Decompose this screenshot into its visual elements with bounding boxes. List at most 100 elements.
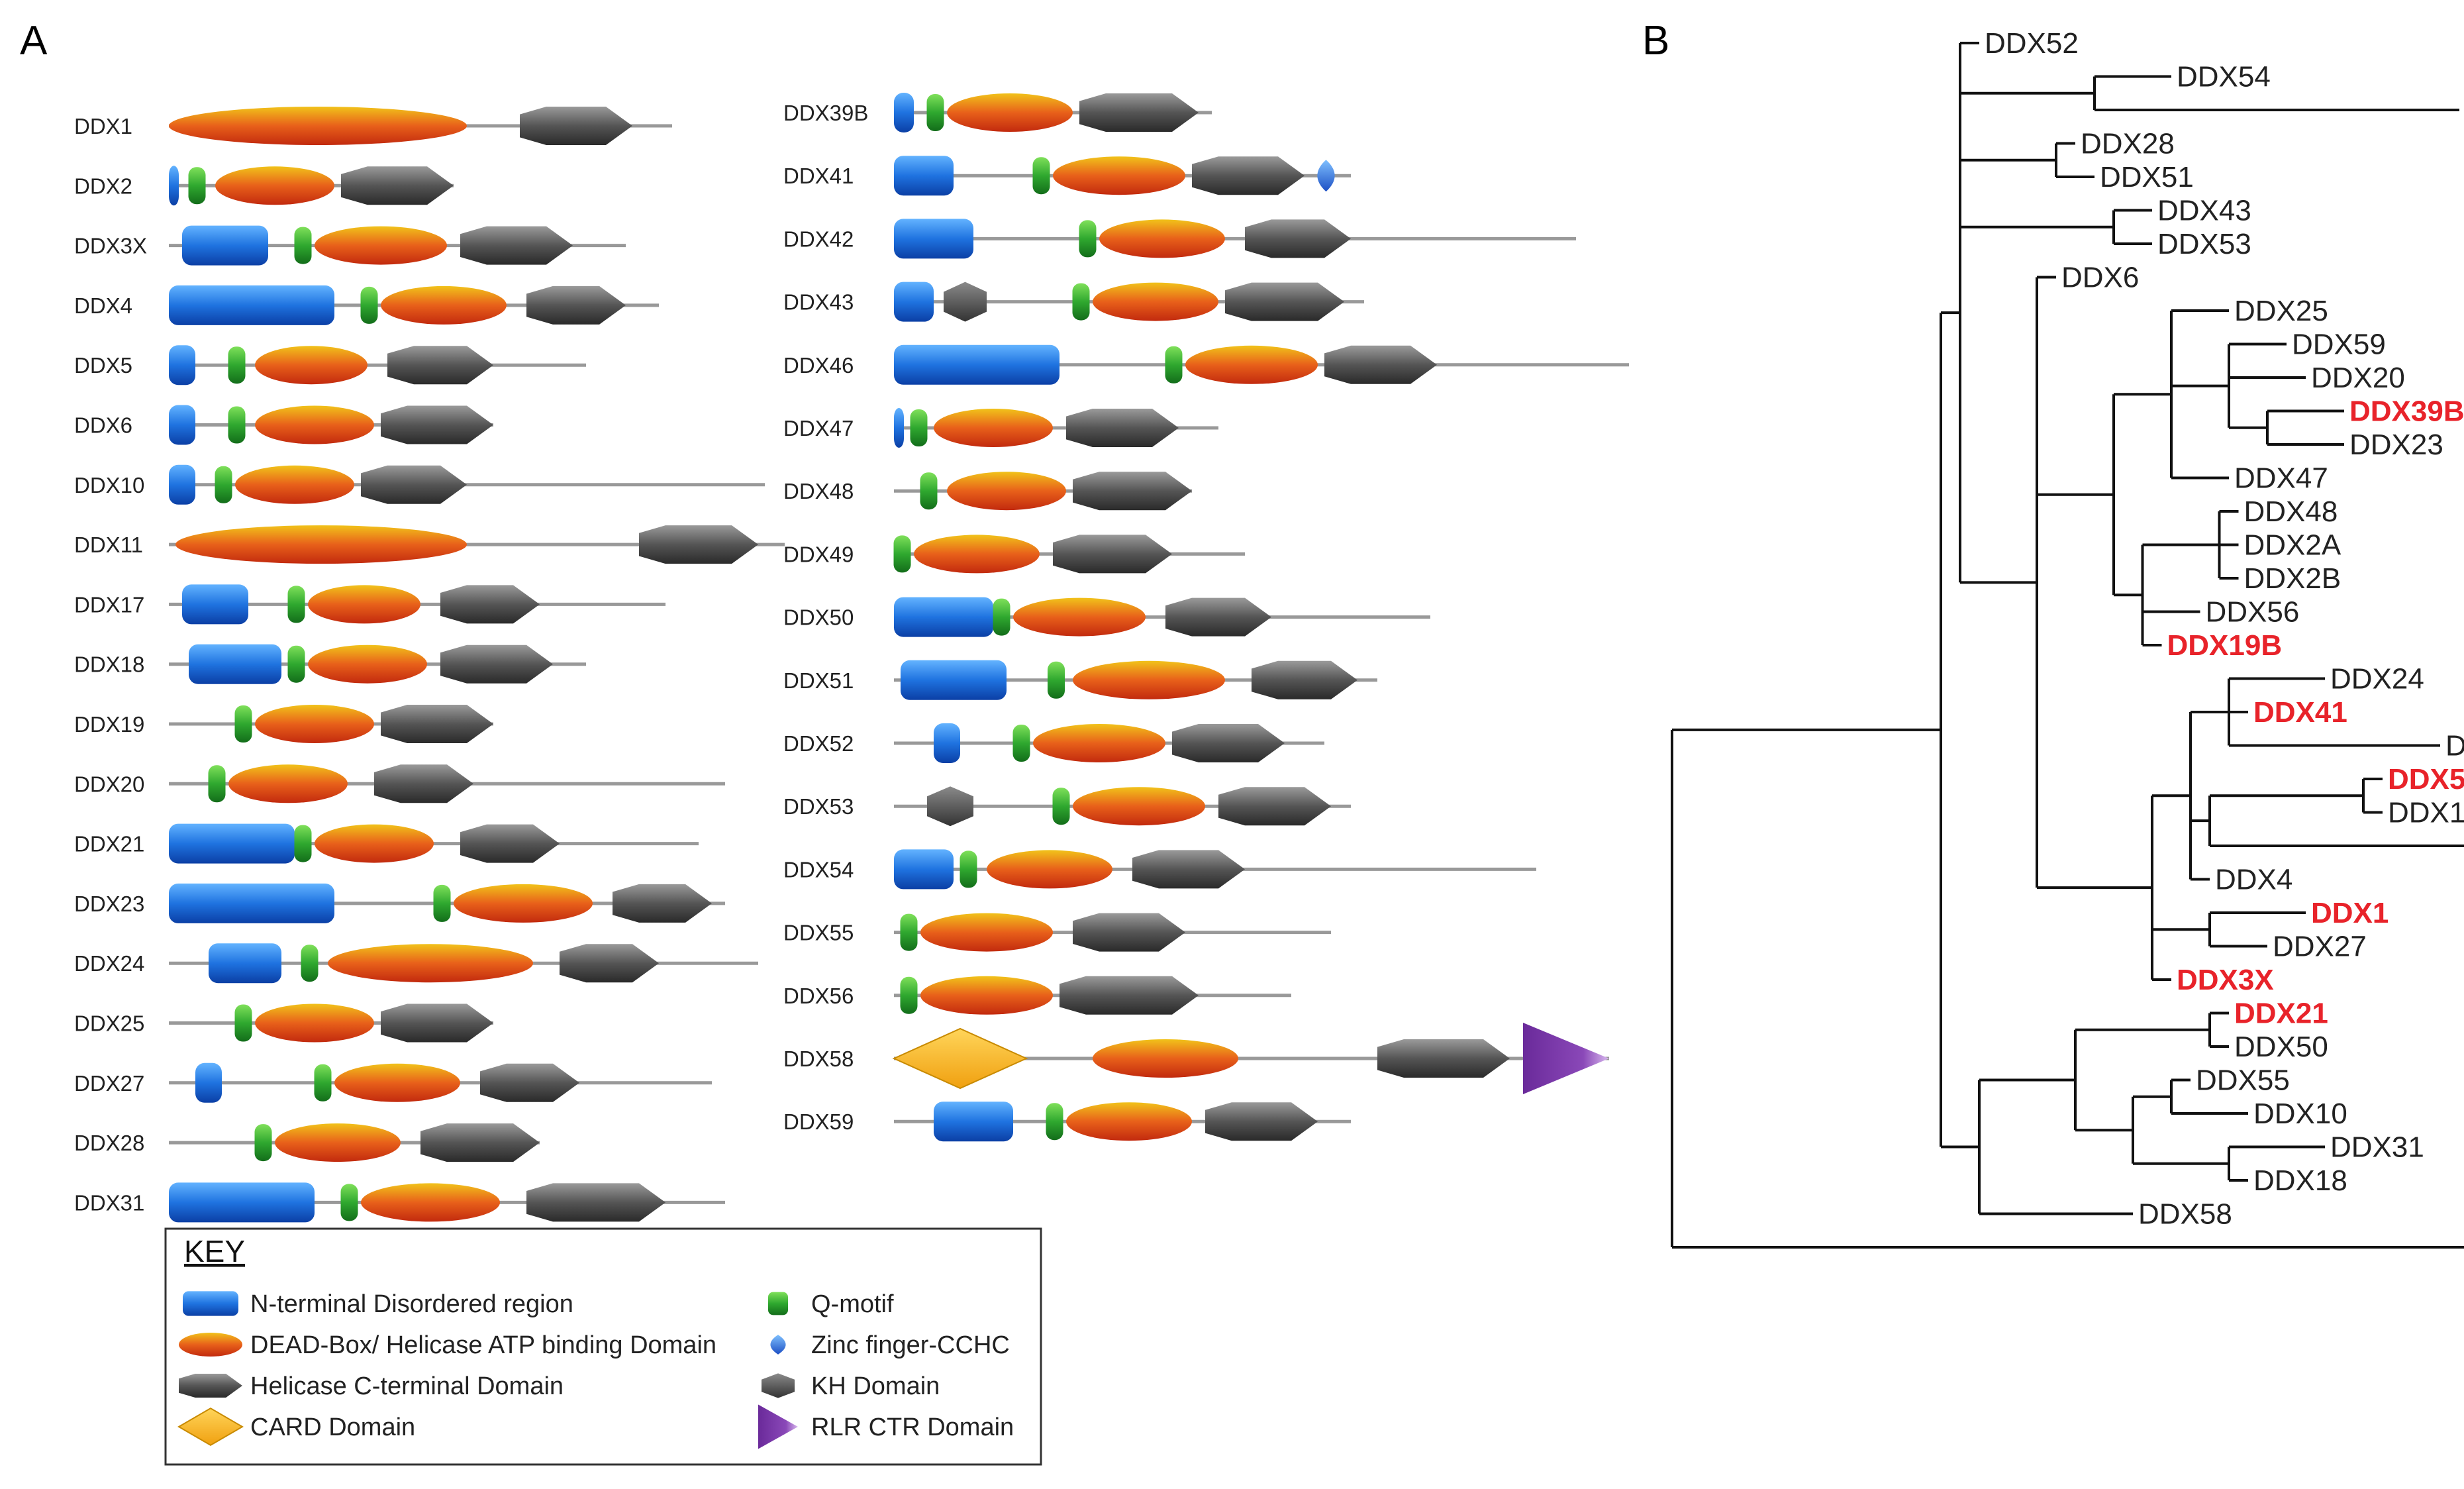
protein-row-ddx6: DDX6 (74, 405, 493, 445)
protein-row-ddx41: DDX41 (783, 156, 1351, 196)
domain-hel (1079, 93, 1199, 132)
domain-q (228, 406, 246, 444)
protein-label: DDX49 (783, 542, 854, 566)
protein-label: DDX47 (783, 416, 854, 440)
protein-label: DDX50 (783, 605, 854, 630)
domain-hel (1324, 345, 1437, 384)
key-swatch-nterm (183, 1291, 238, 1316)
protein-row-ddx10: DDX10 (74, 464, 765, 505)
protein-row-ddx21: DDX21 (74, 823, 699, 864)
tree-leaf-ddx17: DDX17 (2388, 797, 2464, 829)
domain-dead (987, 850, 1112, 889)
protein-row-ddx53: DDX53 (783, 786, 1351, 827)
domain-nterm (894, 597, 993, 637)
protein-row-ddx1: DDX1 (74, 107, 672, 145)
protein-label: DDX39B (783, 101, 868, 125)
domain-hel (341, 166, 454, 205)
panel-label-a: A (20, 18, 48, 64)
domain-q (910, 409, 928, 446)
domain-hel (520, 107, 632, 145)
domain-dead (1093, 282, 1218, 321)
protein-label: DDX46 (783, 353, 854, 378)
protein-row-ddx50: DDX50 (783, 597, 1430, 637)
domain-hel (526, 1183, 665, 1222)
key-border (164, 1227, 1042, 1466)
tree-leaf-ddx21: DDX21 (2234, 998, 2328, 1030)
key-item-zinc: Zinc finger-CCHC (770, 1331, 1010, 1359)
domain-hel (440, 585, 540, 624)
domain-hel (1172, 724, 1285, 762)
domain-q (1012, 725, 1030, 762)
key-item-dead: DEAD-Box/ Helicase ATP binding Domain (179, 1331, 716, 1359)
domain-q (893, 535, 911, 573)
domain-q (301, 945, 319, 982)
protein-label: DDX41 (783, 164, 854, 188)
tree-leaf-ddx42: DDX42 (2445, 730, 2464, 762)
protein-row-ddx17: DDX17 (74, 584, 665, 625)
protein-row-ddx25: DDX25 (74, 1003, 493, 1043)
domain-nterm (209, 943, 281, 984)
protein-row-ddx27: DDX27 (74, 1062, 712, 1103)
tree-leaf-ddx59: DDX59 (2292, 329, 2386, 361)
tree-leaf-ddx51: DDX51 (2100, 161, 2194, 193)
domain-nterm (894, 93, 914, 132)
domain-q (228, 346, 246, 384)
protein-row-ddx3x: DDX3X (74, 225, 626, 266)
domain-hel (526, 285, 626, 325)
domain-dead (1053, 156, 1185, 195)
domain-q (340, 1184, 358, 1221)
domain-q (188, 167, 206, 205)
protein-label: DDX56 (783, 984, 854, 1008)
tree-leaf-ddx19b: DDX19B (2167, 629, 2283, 662)
protein-row-ddx42: DDX42 (783, 219, 1576, 259)
protein-label: DDX2 (74, 174, 132, 198)
domain-hel (460, 824, 560, 863)
tree-leaf-ddx2a: DDX2A (2244, 529, 2341, 562)
domain-q (433, 884, 451, 922)
key-item-nterm: N-terminal Disordered region (183, 1290, 573, 1318)
protein-row-ddx49: DDX49 (783, 535, 1245, 574)
protein-label: DDX52 (783, 731, 854, 756)
domain-q (254, 1124, 272, 1162)
protein-label: DDX42 (783, 227, 854, 251)
key-label: CARD Domain (250, 1413, 415, 1441)
key-swatch-dead (179, 1333, 242, 1357)
domain-nterm (195, 1062, 222, 1103)
key-swatch-q (768, 1292, 788, 1315)
protein-label: DDX4 (74, 293, 132, 318)
protein-row-ddx55: DDX55 (783, 913, 1331, 952)
tree-leaf-ddx27: DDX27 (2273, 931, 2367, 963)
protein-row-ddx46: DDX46 (783, 344, 1629, 385)
tree-leaf-ddx10: DDX10 (2253, 1098, 2347, 1130)
domain-nterm (169, 285, 334, 325)
domain-q (926, 94, 944, 131)
protein-label: DDX48 (783, 479, 854, 503)
key-label: Helicase C-terminal Domain (250, 1372, 564, 1400)
domain-dead (1073, 787, 1205, 826)
tree-leaf-ddx20: DDX20 (2311, 362, 2405, 394)
key-swatch-rlr (758, 1404, 798, 1449)
tree-leaf-ddx39b: DDX39B (2349, 395, 2464, 428)
domain-nterm (169, 1182, 315, 1223)
domain-hel (1377, 1039, 1510, 1078)
key-item-kh: KH Domain (762, 1372, 940, 1400)
protein-row-ddx19: DDX19 (74, 705, 493, 743)
protein-row-ddx31: DDX31 (74, 1182, 725, 1223)
protein-row-ddx54: DDX54 (783, 849, 1536, 890)
domain-q (294, 227, 312, 264)
protein-row-ddx58: DDX58 (783, 1023, 1609, 1094)
domain-q (360, 286, 378, 324)
domain-nterm (182, 225, 268, 266)
tree-leaf-ddx6: DDX6 (2061, 262, 2139, 294)
domain-hel (1245, 219, 1351, 258)
domain-dead (920, 913, 1053, 952)
protein-row-ddx43: DDX43 (783, 282, 1364, 322)
domain-q (900, 976, 918, 1014)
domain-nterm (169, 345, 195, 385)
protein-label: DDX58 (783, 1047, 854, 1071)
protein-row-ddx48: DDX48 (783, 472, 1192, 511)
tree-leaf-ddx1: DDX1 (2311, 897, 2389, 929)
protein-label: DDX10 (74, 473, 144, 497)
domain-hel (440, 644, 553, 684)
domain-nterm (934, 723, 960, 763)
